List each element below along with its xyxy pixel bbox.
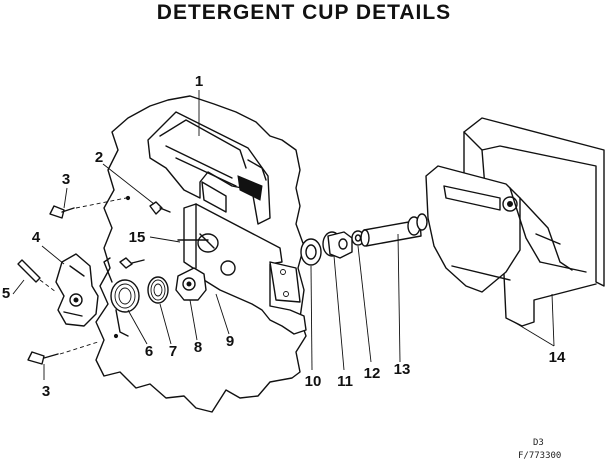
callout-11: 11: [337, 373, 353, 390]
part-4-latch-assembly: [55, 253, 99, 327]
callout-7: 7: [169, 343, 177, 360]
door-panel-outline: [95, 95, 307, 413]
part-10-gasket: [300, 238, 322, 266]
callout-8: 8: [194, 339, 202, 356]
part-3-screw-lower: [27, 333, 119, 365]
callout-9: 9: [226, 333, 234, 350]
part-8-lever: [175, 267, 207, 301]
callout-3-upper: 3: [62, 171, 70, 188]
part-11-cam: [322, 231, 353, 259]
callout-14: 14: [549, 349, 566, 366]
callout-12: 12: [364, 365, 381, 382]
callout-13: 13: [394, 361, 411, 378]
part-9-mounting-plate: [183, 203, 307, 335]
part-2-screw: [149, 201, 171, 215]
callout-5: 5: [2, 285, 10, 302]
drawing-code-line-1: D3: [533, 438, 544, 448]
part-7-coil-spring: [147, 276, 169, 304]
callout-15: 15: [129, 229, 146, 246]
plate-screw: [119, 257, 145, 269]
part-3-screw-upper: [49, 195, 131, 219]
part-15-latch: [177, 233, 215, 249]
diagram-title: DETERGENT CUP DETAILS: [156, 1, 452, 24]
leader-lines: [12, 90, 555, 380]
part-1-dispenser-cover: [147, 111, 271, 225]
part-14-cup-housing: [425, 117, 605, 327]
callout-3-lower: 3: [42, 383, 50, 400]
part-13-shaft: [360, 213, 428, 247]
callout-6: 6: [145, 343, 153, 360]
callout-2: 2: [95, 149, 103, 166]
part-6-spring: [103, 257, 140, 337]
callout-4: 4: [32, 229, 41, 246]
drawing-code-line-2: F/773300: [518, 451, 561, 461]
callout-1: 1: [195, 73, 203, 90]
part-5-pin: [17, 259, 57, 293]
callout-10: 10: [305, 373, 322, 390]
